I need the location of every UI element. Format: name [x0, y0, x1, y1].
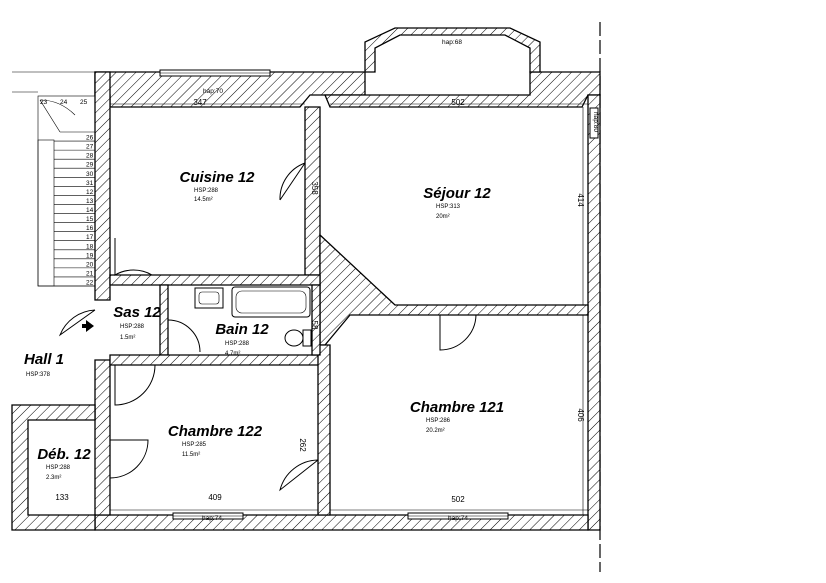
room-name-bain: Bain 12: [215, 321, 269, 338]
room-name-sejour: Séjour 12: [423, 185, 491, 202]
wall-diagonal: [319, 233, 589, 346]
room-area-sas: 1.5m²: [120, 335, 135, 341]
door-chambre122: [114, 364, 156, 406]
wall-sas-bain: [159, 284, 169, 356]
dimension-262: 262: [298, 438, 307, 452]
dimension-406: 406: [576, 408, 585, 422]
room-name-chambre122: Chambre 122: [168, 423, 263, 440]
door-sejour-chambre121: [439, 314, 477, 351]
room-area-deb: 2.3m²: [46, 475, 61, 481]
room-hsp-bain: HSP:288: [225, 341, 250, 347]
room-hsp-deb: HSP:288: [46, 465, 71, 471]
room-area-chambre121: 20.2m²: [426, 428, 445, 434]
stair-number: 16: [86, 225, 94, 232]
stair-number: 29: [86, 162, 94, 169]
dimension-347: 347: [193, 98, 207, 107]
door-sas: [167, 319, 201, 353]
stair-number: 20: [86, 261, 94, 268]
wall-bottom: [94, 514, 589, 531]
dimension-502-bottom: 502: [451, 495, 465, 504]
door-hall: [58, 309, 96, 337]
stair-number: 22: [86, 280, 94, 287]
room-area-chambre122: 11.5m²: [182, 452, 200, 458]
room-name-cuisine: Cuisine 12: [179, 169, 255, 186]
door-cuisine: [279, 162, 306, 201]
room-hsp-sejour: HSP:313: [436, 204, 461, 210]
dimension-409: 409: [208, 493, 222, 502]
wall-bain-right: [311, 284, 321, 356]
staircase: [37, 95, 96, 287]
window-label-hap74-right: hap:74: [448, 515, 468, 522]
room-area-cuisine: 14.5m²: [194, 197, 213, 203]
room-area-bain: 4.7m²: [225, 351, 240, 357]
stair-number: 26: [86, 135, 94, 142]
wall-left-lower: [94, 359, 111, 516]
dimension-58: 58: [310, 321, 319, 330]
door-chambre121: [279, 459, 319, 492]
room-hsp-chambre121: HSP:286: [426, 418, 451, 424]
stair-number: 30: [86, 171, 94, 178]
wall-deb: [11, 404, 96, 531]
stair-number: 14: [86, 207, 94, 214]
stair-number: 21: [86, 270, 94, 277]
door-chambre122-entry: [109, 439, 149, 479]
wall-bain-chambre: [109, 354, 321, 366]
stair-number-25: 25: [80, 99, 88, 106]
stair-number-24: 24: [60, 99, 68, 106]
wall-chambre-split: [317, 344, 331, 516]
wall-top-left: [94, 71, 366, 108]
dimension-414: 414: [576, 193, 585, 207]
room-name-hall: Hall 1: [24, 351, 64, 368]
wall-left: [94, 71, 111, 301]
sink: [194, 287, 224, 309]
room-hsp-cuisine: HSP:288: [194, 188, 219, 194]
stair-number-23: 23: [40, 99, 48, 106]
stair-number: 17: [86, 234, 94, 241]
window-label-hap74-left: hap:74: [202, 515, 222, 522]
dimension-502-top: 502: [451, 98, 465, 107]
stair-number: 12: [86, 189, 94, 196]
stair-number: 27: [86, 144, 94, 151]
door-hall-cuisine: [114, 238, 153, 276]
stair-number: 28: [86, 153, 94, 160]
room-name-deb: Déb. 12: [37, 446, 91, 463]
room-name-sas: Sas 12: [113, 304, 161, 321]
bathtub: [231, 286, 311, 318]
window-label-hap68: hap:68: [442, 39, 462, 46]
toilet: [284, 329, 304, 347]
window-label-side: hap:80: [592, 112, 599, 132]
room-hsp-hall: HSP:378: [26, 372, 51, 378]
window-label-hap70: hap:70: [203, 88, 223, 95]
stair-number: 15: [86, 216, 94, 223]
dimension-133: 133: [55, 493, 69, 502]
room-name-chambre121: Chambre 121: [410, 399, 504, 416]
stair-number: 31: [86, 180, 94, 187]
bay-window: [364, 27, 541, 73]
wall-top-right: [324, 71, 601, 108]
wall-cuisine-bain: [109, 274, 321, 286]
stair-number: 19: [86, 252, 94, 259]
room-hsp-sas: HSP:288: [120, 324, 145, 330]
stair-number: 18: [86, 243, 94, 250]
dimension-358: 358: [310, 181, 319, 195]
stair-number: 13: [86, 198, 94, 205]
room-area-sejour: 20m²: [436, 214, 450, 220]
window-side: [589, 107, 599, 139]
entry-arrow-icon: [82, 320, 94, 332]
room-hsp-chambre122: HSP:285: [182, 442, 207, 448]
wall-right: [587, 94, 601, 531]
